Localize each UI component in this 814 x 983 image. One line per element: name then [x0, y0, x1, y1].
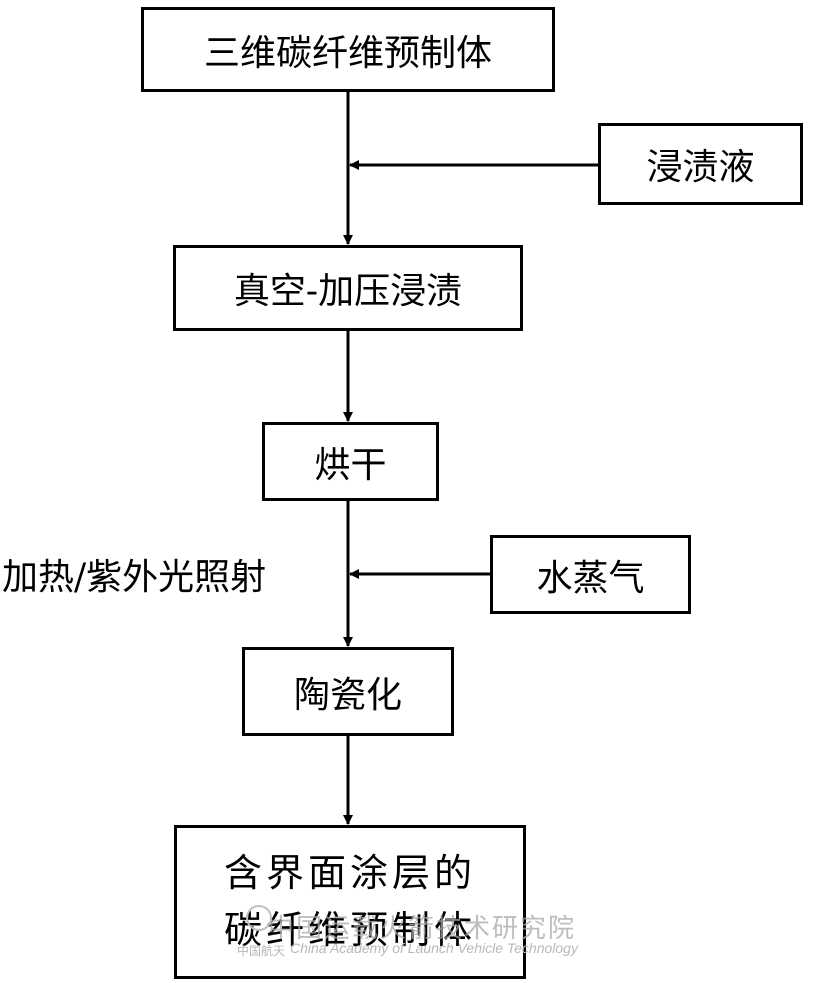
node-ceramization-label: 陶瓷化	[293, 674, 402, 716]
watermark-logo-icon	[246, 905, 272, 931]
node-ceramization: 陶瓷化	[242, 647, 454, 736]
node-preform: 三维碳纤维预制体	[141, 7, 555, 92]
node-impregnant-label: 浸渍液	[646, 147, 755, 188]
node-drying: 烘干	[262, 422, 439, 501]
watermark-cn: 中国运载火箭技术研究院	[268, 913, 577, 943]
node-product-line1: 含界面涂层的	[223, 851, 476, 895]
node-steam-label: 水蒸气	[536, 557, 645, 599]
watermark-en: China Academy of Launch Vehicle Technolo…	[290, 940, 578, 956]
watermark-small: 中国航天	[237, 944, 286, 958]
node-impregnation-label: 真空-加压浸渍	[233, 271, 463, 312]
node-preform-label: 三维碳纤维预制体	[203, 32, 492, 74]
node-impregnation: 真空-加压浸渍	[173, 245, 523, 331]
node-drying-label: 烘干	[314, 444, 387, 486]
side-label-heating-uv: 加热/紫外光照射	[2, 557, 267, 598]
node-impregnant: 浸渍液	[598, 123, 803, 205]
node-steam: 水蒸气	[490, 535, 691, 614]
